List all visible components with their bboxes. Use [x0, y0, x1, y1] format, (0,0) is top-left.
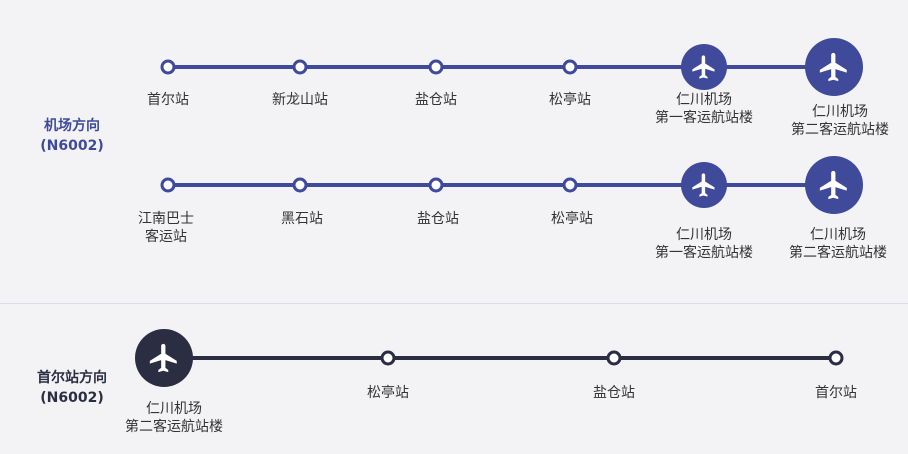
station-node — [562, 59, 578, 75]
station-label: 盐仓站 — [417, 211, 459, 227]
direction-title: 首尔站方向 — [37, 370, 107, 386]
station-label: 首尔站 — [147, 92, 189, 108]
station-label: 仁川机场 第一客运航站楼 — [655, 92, 753, 126]
station-node — [828, 350, 844, 366]
station-label: 仁川机场 第一客运航站楼 — [655, 227, 753, 261]
route-line — [164, 356, 836, 360]
direction-label-airport: 机场方向 (N6002) — [14, 116, 130, 156]
route-code: (N6002) — [40, 390, 104, 406]
station-node — [292, 59, 308, 75]
direction-title: 机场方向 — [44, 118, 100, 134]
route-line — [168, 65, 834, 69]
airplane-icon — [135, 329, 193, 387]
station-label: 仁川机场 第二客运航站楼 — [791, 104, 889, 138]
direction-label-seoul-station: 首尔站方向 (N6002) — [14, 368, 130, 408]
station-label: 新龙山站 — [272, 92, 328, 108]
station-node — [428, 177, 444, 193]
station-label: 盐仓站 — [415, 92, 457, 108]
station-node — [292, 177, 308, 193]
airport-direction-section — [0, 0, 908, 303]
station-label: 松亭站 — [549, 92, 591, 108]
station-node — [562, 177, 578, 193]
station-label: 盐仓站 — [593, 385, 635, 401]
station-node — [160, 59, 176, 75]
station-label: 松亭站 — [367, 385, 409, 401]
route-code: (N6002) — [40, 138, 104, 154]
airplane-icon — [805, 156, 863, 214]
station-node — [428, 59, 444, 75]
station-label: 黑石站 — [281, 211, 323, 227]
airplane-icon — [681, 162, 727, 208]
station-node — [160, 177, 176, 193]
station-label: 松亭站 — [551, 211, 593, 227]
station-label: 江南巴士 客运站 — [138, 211, 194, 245]
station-label: 仁川机场 第二客运航站楼 — [125, 401, 223, 435]
station-label: 仁川机场 第二客运航站楼 — [789, 227, 887, 261]
station-node — [606, 350, 622, 366]
station-node — [380, 350, 396, 366]
airplane-icon — [681, 44, 727, 90]
section-divider — [0, 303, 908, 304]
station-label: 首尔站 — [815, 385, 857, 401]
airplane-icon — [805, 38, 863, 96]
route-line — [168, 183, 834, 187]
